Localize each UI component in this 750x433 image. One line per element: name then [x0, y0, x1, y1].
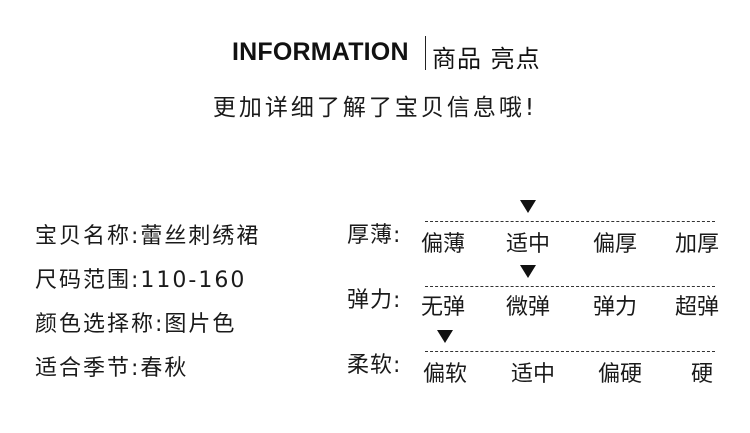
scale-label: 厚薄:	[347, 223, 402, 248]
spec-label: 颜色选择称:	[35, 312, 165, 337]
scale-option: 弹力	[592, 295, 638, 320]
scale-option: 偏硬	[597, 362, 643, 387]
header-title-en: INFORMATION	[232, 38, 409, 66]
scale-option: 无弹	[420, 295, 466, 320]
scale-label: 柔软:	[347, 353, 402, 378]
spec-row-size: 尺码范围:110-160	[35, 262, 246, 294]
spec-label: 适合季节:	[35, 356, 141, 381]
scale-option: 加厚	[674, 232, 720, 257]
scale-thickness: 厚薄: 偏薄 适中 偏厚 加厚	[347, 200, 727, 260]
selected-marker-icon	[437, 330, 453, 343]
spec-label: 宝贝名称:	[35, 224, 141, 249]
scale-option: 偏厚	[592, 232, 638, 257]
scale-option: 偏薄	[420, 232, 466, 257]
scale-elasticity: 弹力: 无弹 微弹 弹力 超弹	[347, 265, 727, 325]
scale-option: 适中	[505, 232, 551, 257]
scale-line	[425, 286, 715, 287]
spec-value: 110-160	[140, 268, 247, 293]
page-subtitle: 更加详细了解了宝贝信息哦!	[212, 95, 538, 121]
spec-row-name: 宝贝名称:蕾丝刺绣裙	[35, 218, 260, 250]
header-divider	[425, 36, 426, 70]
scale-line	[425, 351, 715, 352]
scale-option: 微弹	[505, 295, 551, 320]
spec-label: 尺码范围:	[35, 268, 141, 293]
scale-softness: 柔软: 偏软 适中 偏硬 硬	[347, 330, 727, 390]
scale-line	[425, 221, 715, 222]
scale-option: 适中	[510, 362, 556, 387]
spec-value: 图片色	[164, 312, 237, 337]
scale-label: 弹力:	[347, 288, 402, 313]
spec-row-season: 适合季节:春秋	[35, 350, 188, 382]
selected-marker-icon	[520, 200, 536, 213]
scale-option: 超弹	[674, 295, 720, 320]
spec-row-color: 颜色选择称:图片色	[35, 306, 236, 338]
header-title-cn: 商品 亮点	[432, 45, 541, 73]
page-header: INFORMATION 商品 亮点	[0, 36, 750, 73]
spec-value: 蕾丝刺绣裙	[140, 224, 261, 249]
selected-marker-icon	[520, 265, 536, 278]
scale-option: 偏软	[422, 362, 468, 387]
scale-option: 硬	[690, 362, 714, 387]
spec-value: 春秋	[140, 356, 189, 381]
